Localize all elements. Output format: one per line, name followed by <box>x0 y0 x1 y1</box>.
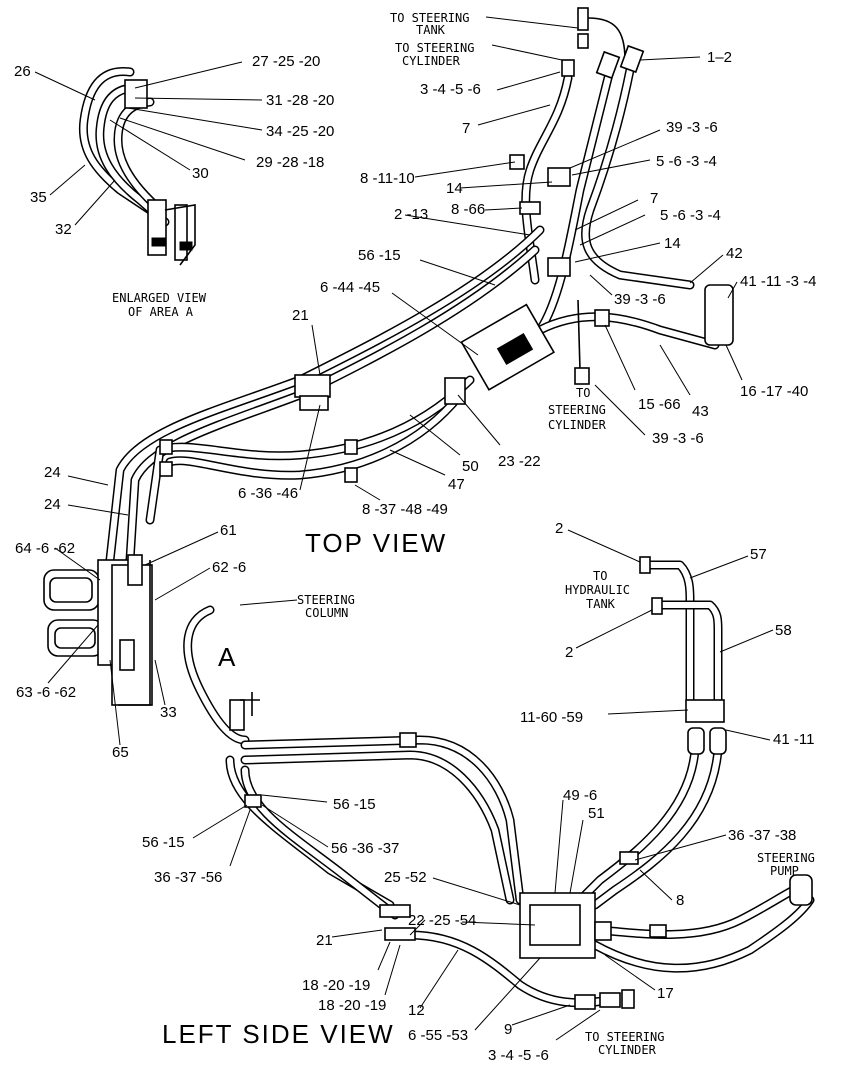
top-view-title: TOP VIEW <box>305 528 447 558</box>
caption-to-steering-cyl-bot-2: CYLINDER <box>598 1043 657 1057</box>
caption-to-steering-cyl-mid-2: STEERING <box>548 403 606 417</box>
enlarged-view-title-line1: ENLARGED VIEW <box>112 291 207 305</box>
callout: 11-60 -59 <box>520 709 583 726</box>
caption-to-hydraulic-tank-2: HYDRAULIC <box>565 583 630 597</box>
callout: 2 <box>565 644 573 661</box>
callout: 35 <box>30 189 47 206</box>
callout: 2 <box>555 520 563 537</box>
callout: 56 -36 -37 <box>331 840 399 857</box>
callout: 12 <box>408 1002 425 1019</box>
enlarged-view-title-line2: OF AREA A <box>128 305 194 319</box>
callout: 33 <box>160 704 177 721</box>
callout: 16 -17 -40 <box>740 383 808 400</box>
callout: 49 -6 <box>563 787 597 804</box>
callout: 50 <box>462 458 479 475</box>
callout: 24 <box>44 496 61 513</box>
callout: 8 -37 -48 -49 <box>362 501 448 518</box>
caption-to-hydraulic-tank-1: TO <box>593 569 607 583</box>
callout: 32 <box>55 221 72 238</box>
callout: 61 <box>220 522 237 539</box>
callout: 64 -6 -62 <box>15 540 75 557</box>
callout: 21 <box>292 307 309 324</box>
callout: 23 -22 <box>498 453 541 470</box>
callout: 22 -25 -54 <box>408 912 476 929</box>
callout: 27 -25 -20 <box>252 53 320 70</box>
callout: 8 -66 <box>451 201 485 218</box>
callout: 14 <box>664 235 681 252</box>
left-side-view-title: LEFT SIDE VIEW <box>162 1019 395 1049</box>
callout: 57 <box>750 546 767 563</box>
callout: 15 -66 <box>638 396 681 413</box>
caption-to-steering-cyl-top-2: CYLINDER <box>402 54 461 68</box>
caption-to-steering-tank-1: TO STEERING <box>390 11 469 25</box>
area-a-marker: A <box>218 642 237 672</box>
caption-to-hydraulic-tank-3: TANK <box>586 597 616 611</box>
callout: 3 -4 -5 -6 <box>420 81 481 98</box>
callout: 31 -28 -20 <box>266 92 334 109</box>
caption-to-steering-cyl-mid-1: TO <box>576 386 590 400</box>
callout: 14 <box>446 180 463 197</box>
callout: 7 <box>650 190 658 207</box>
callout: 42 <box>726 245 743 262</box>
caption-steering-column-2: COLUMN <box>305 606 348 620</box>
callout: 62 -6 <box>212 559 246 576</box>
caption-to-steering-tank-2: TANK <box>416 23 446 37</box>
callout: 39 -3 -6 <box>652 430 704 447</box>
callout: 56 -15 <box>358 247 401 264</box>
leader-lines <box>34 16 774 1041</box>
callout: 36 -37 -56 <box>154 869 222 886</box>
caption-to-steering-cyl-bot-1: TO STEERING <box>585 1030 664 1044</box>
callout: 1–2 <box>707 49 732 66</box>
callout: 5 -6 -3 -4 <box>656 153 717 170</box>
callout: 9 <box>504 1021 512 1038</box>
callout: 7 <box>462 120 470 137</box>
top-view-components <box>159 7 734 483</box>
callout: 30 <box>192 165 209 182</box>
callout: 6 -55 -53 <box>408 1027 468 1044</box>
caption-steering-pump-2: PUMP <box>770 864 799 878</box>
caption-steering-pump-1: STEERING <box>757 851 815 865</box>
callout: 41 -11 -3 -4 <box>740 273 816 290</box>
callout: 36 -37 -38 <box>728 827 796 844</box>
callout: 58 <box>775 622 792 639</box>
callout: 3 -4 -5 -6 <box>488 1047 549 1064</box>
callout: 63 -6 -62 <box>16 684 76 701</box>
callout: 6 -36 -46 <box>238 485 298 502</box>
callout: 47 <box>448 476 465 493</box>
callout: 29 -28 -18 <box>256 154 324 171</box>
enlarged-view-area-a <box>78 67 196 266</box>
callout: 26 <box>14 63 31 80</box>
callout-labels: 27 -25 -20 31 -28 -20 34 -25 -20 29 -28 … <box>14 49 816 1064</box>
callout: 51 <box>588 805 605 822</box>
callout: 2 -13 <box>394 206 428 223</box>
callout: 56 -15 <box>142 834 185 851</box>
callout: 17 <box>657 985 674 1002</box>
left-view-components <box>229 556 813 1010</box>
callout: 6 -44 -45 <box>320 279 380 296</box>
caption-to-steering-cyl-top-1: TO STEERING <box>395 41 474 55</box>
callout: 18 -20 -19 <box>318 997 386 1014</box>
callout: 39 -3 -6 <box>666 119 718 136</box>
caption-to-steering-cyl-mid-3: CYLINDER <box>548 418 607 432</box>
callout: 65 <box>112 744 129 761</box>
callout: 8 <box>676 892 684 909</box>
callout: 43 <box>692 403 709 420</box>
callout: 39 -3 -6 <box>614 291 666 308</box>
callout: 25 -52 <box>384 869 427 886</box>
top-view-hoses <box>105 65 720 565</box>
callout: 21 <box>316 932 333 949</box>
callout: 24 <box>44 464 61 481</box>
caption-steering-column-1: STEERING <box>297 593 355 607</box>
callout: 41 -11 <box>773 731 814 748</box>
callout: 8 -11-10 <box>360 170 415 187</box>
callout: 34 -25 -20 <box>266 123 334 140</box>
callout: 56 -15 <box>333 796 376 813</box>
callout: 5 -6 -3 -4 <box>660 207 721 224</box>
left-view-hoses <box>183 560 815 1008</box>
bracket-area <box>43 554 153 706</box>
callout: 18 -20 -19 <box>302 977 370 994</box>
